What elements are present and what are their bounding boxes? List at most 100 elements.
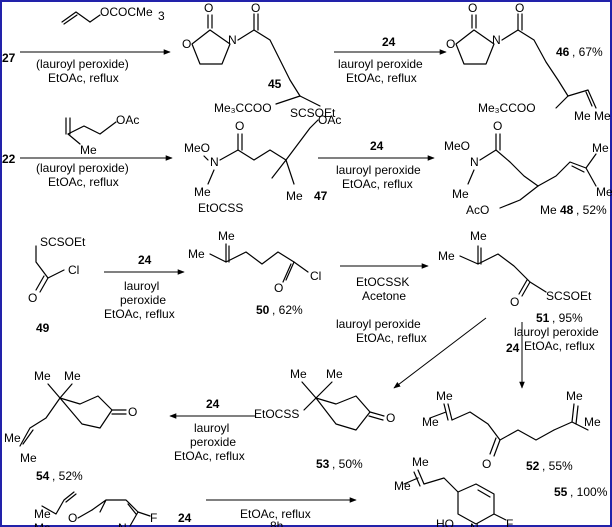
- compound-48: MeO N Me O Me Me AcO Me 48 , 52%: [444, 119, 612, 217]
- atom-me: Me: [594, 109, 611, 123]
- atom-me: Me: [566, 389, 583, 403]
- label-53: 53: [316, 457, 330, 471]
- atom-n: N: [470, 155, 479, 169]
- atom-me: Me: [194, 185, 211, 199]
- pyridine-ether: Me Me O N F: [34, 491, 157, 527]
- atom-me: Me: [34, 521, 51, 527]
- atom-me: Me: [438, 249, 455, 263]
- yield-46: , 67%: [572, 45, 603, 59]
- cond-3a-lauroyl: lauroyl: [124, 279, 159, 293]
- atom-scsoet: SCSOEt: [40, 235, 86, 249]
- cond-vert-solvent: EtOAc, reflux: [524, 339, 595, 353]
- atom-o: O: [68, 511, 77, 525]
- label-27: 27: [2, 51, 16, 65]
- cond-3a-peroxide: peroxide: [120, 293, 166, 307]
- atom-me: Me: [422, 415, 439, 429]
- atom-me3ccoo: Me₃CCOO: [214, 101, 272, 115]
- cond-1a-solvent: EtOAc, reflux: [48, 71, 119, 85]
- atom-o: O: [515, 1, 524, 15]
- atom-me: Me: [452, 187, 469, 201]
- atom-o: O: [235, 119, 244, 133]
- cond-diag-solvent: EtOAc, reflux: [356, 331, 427, 345]
- reagent-24-1b: 24: [382, 35, 396, 49]
- atom-o: O: [182, 37, 191, 51]
- cond-3a-solvent: EtOAc, reflux: [104, 307, 175, 321]
- atom-me: Me: [436, 389, 453, 403]
- atom-o: O: [468, 1, 477, 15]
- cond-diag-lauroyl: lauroyl peroxide: [336, 317, 421, 331]
- reagent-24-2b: 24: [370, 139, 384, 153]
- label-50: 50: [256, 303, 270, 317]
- compound-53: Me Me EtOCSS O 53 , 50%: [254, 367, 395, 471]
- atom-cl: Cl: [68, 263, 79, 277]
- cond-4a-peroxide: peroxide: [190, 435, 236, 449]
- reagent-24-4a: 24: [206, 397, 220, 411]
- cond-2b-solvent: EtOAc, reflux: [342, 177, 413, 191]
- compound-47: MeO N Me O OAc EtOCSS Me 47: [184, 113, 341, 215]
- label-55: 55: [554, 485, 568, 499]
- cond-4a-lauroyl: lauroyl: [194, 421, 229, 435]
- atom-meo: MeO: [444, 139, 470, 153]
- atom-me: Me: [596, 185, 612, 199]
- cond-5-solvent: EtOAc, reflux: [240, 507, 311, 521]
- atom-o: O: [446, 37, 455, 51]
- atom-o: O: [204, 1, 213, 15]
- atom-me: Me: [80, 143, 97, 157]
- compound-51: Me Me O SCSOEt 51 , 95%: [438, 229, 592, 325]
- atom-o: O: [251, 1, 260, 15]
- compound-55: Me Me HO N F 55 , 100%: [394, 455, 608, 527]
- label-51: 51: [536, 311, 550, 325]
- atom-oac: OAc: [318, 113, 341, 127]
- atom-cl: Cl: [310, 269, 321, 283]
- atom-oac: OAc: [116, 113, 139, 127]
- atom-aco: AcO: [466, 203, 489, 217]
- compound-52: Me Me O Me Me 52 , 55%: [422, 389, 601, 473]
- label-52: 52: [526, 459, 540, 473]
- cond-4a-solvent: EtOAc, reflux: [174, 449, 245, 463]
- label-47: 47: [314, 189, 328, 203]
- atom-o: O: [28, 291, 37, 305]
- atom-me: Me: [412, 455, 429, 469]
- atom-n: N: [470, 521, 479, 527]
- atom-me: Me: [34, 369, 51, 383]
- atom-scsoet: SCSOEt: [290, 106, 336, 120]
- yield-54: , 52%: [52, 469, 83, 483]
- atom-o: O: [482, 457, 491, 471]
- atom-scsoet: SCSOEt: [546, 289, 592, 303]
- cond-1b-lauroyl: lauroyl peroxide: [338, 57, 423, 71]
- atom-meo: MeO: [184, 141, 210, 155]
- atom-me: Me: [394, 479, 411, 493]
- cond-vert-lauroyl: lauroyl peroxide: [514, 325, 599, 339]
- atom-o: O: [493, 119, 502, 133]
- atom-n: N: [492, 33, 501, 47]
- atom-n: N: [118, 521, 127, 527]
- cond-3b-salt: EtOCSSK: [356, 275, 409, 289]
- label-46: 46: [556, 45, 570, 59]
- atom-n: N: [228, 33, 237, 47]
- reagent-24-3a: 24: [138, 253, 152, 267]
- reagent-24-vert: 24: [506, 341, 520, 355]
- vinyl-pivalate: OCOCMe 3: [61, 5, 165, 25]
- label-48: 48: [560, 203, 574, 217]
- atom-me: Me: [470, 229, 487, 243]
- reagent-24-5: 24: [178, 511, 192, 525]
- atom-me: Me: [286, 189, 303, 203]
- atom-me3ccoo: Me₃CCOO: [478, 101, 536, 115]
- atom-me: Me: [20, 451, 37, 465]
- compound-46: O O N O Me₃CCOO Me Me 46 , 67%: [446, 1, 611, 123]
- cond-1a-lauroyl: (lauroyl peroxide): [36, 57, 129, 71]
- cond-2a-lauroyl: (lauroyl peroxide): [36, 161, 129, 175]
- cond-2b-lauroyl: lauroyl peroxide: [336, 163, 421, 177]
- yield-51: , 95%: [552, 311, 583, 325]
- yield-55: , 100%: [570, 485, 608, 499]
- atom-me: Me: [4, 431, 21, 445]
- label-45: 45: [268, 77, 282, 91]
- yield-50: , 62%: [272, 303, 303, 317]
- atom-me: Me: [584, 415, 601, 429]
- cond-3b-solvent: Acetone: [362, 289, 406, 303]
- compound-54: Me Me Me Me O 54 , 52%: [4, 369, 137, 483]
- atom-o: O: [274, 281, 283, 295]
